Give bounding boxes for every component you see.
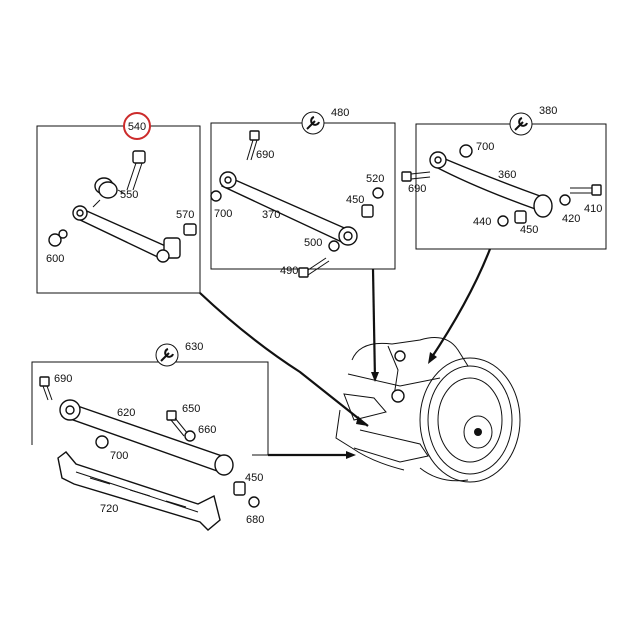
- label-690-b380: 690: [408, 183, 426, 195]
- bolt-part-490: [298, 257, 330, 278]
- washer-part-500: [328, 240, 340, 252]
- label-720: 720: [100, 503, 118, 515]
- nut-part-440: [497, 215, 509, 227]
- label-550: 550: [120, 189, 138, 201]
- bolt-part-410: [570, 184, 602, 196]
- label-700-b480: 700: [214, 208, 232, 220]
- wrench-icon: [160, 348, 174, 362]
- callout-box-630: 630 690 620 650 660 7: [31, 341, 269, 526]
- nut-part-700-b630: [95, 435, 109, 449]
- bolt-part-690: [246, 130, 260, 161]
- control-arm-370: [219, 171, 358, 246]
- wrench-icon: [514, 117, 528, 131]
- bolt-part-650: [166, 410, 189, 437]
- label-450-b380: 450: [520, 224, 538, 236]
- suspension-assembly: [335, 337, 521, 483]
- label-650: 650: [182, 403, 200, 415]
- highlight-circle-540: [123, 112, 151, 140]
- label-700-b380: 700: [476, 141, 494, 153]
- control-arm-620: [59, 399, 234, 476]
- wrench-icon: [306, 116, 320, 130]
- box-title-540: 540: [128, 121, 146, 133]
- bolt-part-690-b380: [401, 171, 431, 182]
- callout-box-380: 380 700 690 360 420 4: [401, 105, 607, 250]
- label-440: 440: [473, 216, 491, 228]
- bolt-part-690-b630: [39, 376, 53, 401]
- nut-part-570: [183, 223, 197, 236]
- callout-box-540: 540 550 570: [36, 112, 201, 294]
- label-680: 680: [246, 514, 264, 526]
- label-500: 500: [304, 237, 322, 249]
- label-370: 370: [262, 209, 280, 221]
- nut-part-700-b480: [210, 190, 222, 202]
- bushing-part-450-b480: [361, 204, 374, 218]
- nut-part-680: [248, 496, 260, 508]
- label-620: 620: [117, 407, 135, 419]
- label-490: 490: [280, 265, 298, 277]
- label-360: 360: [498, 169, 516, 181]
- box-title-380: 380: [539, 105, 557, 117]
- label-450-b630: 450: [245, 472, 263, 484]
- label-600: 600: [46, 253, 64, 265]
- bushing-part-550: [94, 177, 126, 199]
- nut-part-700-b380: [459, 144, 473, 158]
- box-title-630: 630: [185, 341, 203, 353]
- washer-part-660: [184, 430, 196, 442]
- label-570: 570: [176, 209, 194, 221]
- label-410: 410: [584, 203, 602, 215]
- bushing-part-450-b380: [514, 210, 527, 224]
- box-title-480: 480: [331, 107, 349, 119]
- bolt-part: [126, 150, 146, 191]
- label-420: 420: [562, 213, 580, 225]
- label-700-b630: 700: [110, 450, 128, 462]
- control-arm-540: [72, 199, 181, 263]
- label-660: 660: [198, 424, 216, 436]
- nut-part-600: [48, 229, 68, 247]
- nut-part-520: [372, 187, 384, 199]
- label-690-b630: 690: [54, 373, 72, 385]
- bushing-part-450-b630: [233, 481, 246, 496]
- control-arm-360: [429, 151, 553, 218]
- label-690-b480: 690: [256, 149, 274, 161]
- pointer-lines: [199, 248, 492, 459]
- label-450-b480: 450: [346, 194, 364, 206]
- washer-part-420: [559, 194, 571, 206]
- callout-box-480: 480 690 370 700 520 450: [210, 107, 396, 278]
- label-520: 520: [366, 173, 384, 185]
- strut-part-720: [57, 451, 221, 531]
